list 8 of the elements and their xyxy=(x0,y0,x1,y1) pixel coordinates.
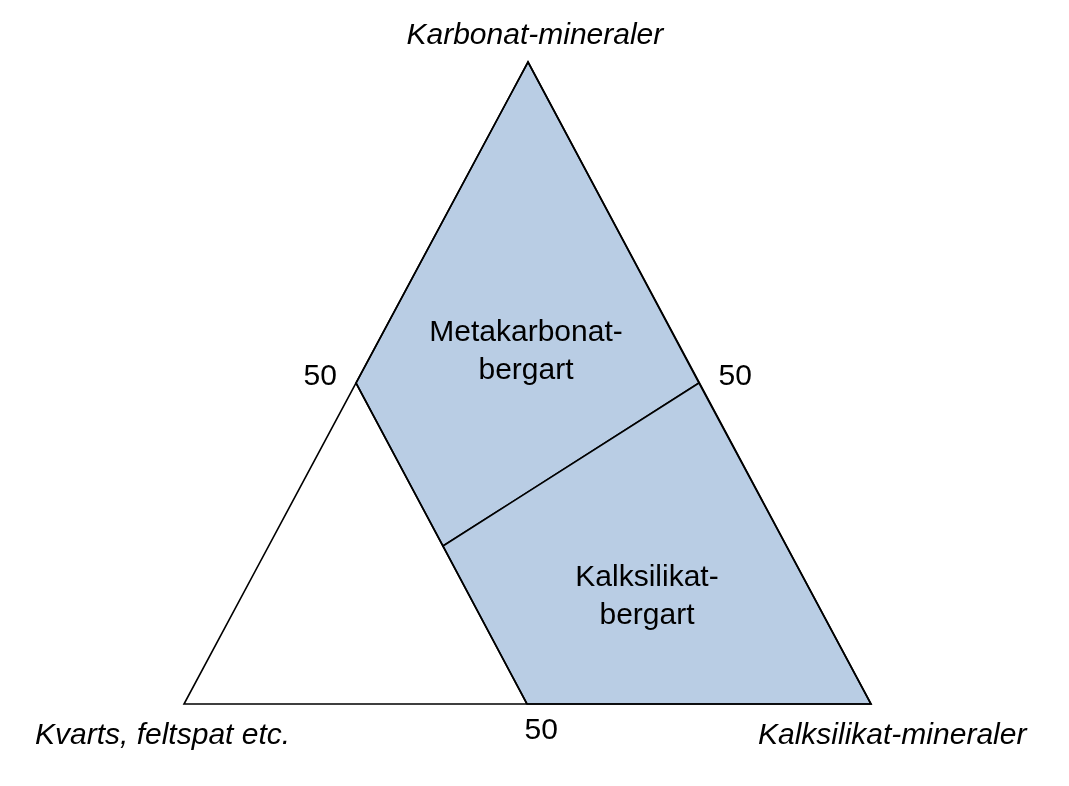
region-label: Metakarbonat-bergart xyxy=(428,313,624,387)
apex-label: Kalksilikat-mineraler xyxy=(758,716,1027,752)
apex-label: Kvarts, feltspat etc. xyxy=(35,716,291,752)
region-label: Kalksilikat-bergart xyxy=(574,558,720,632)
tick-value: 50 xyxy=(718,357,752,393)
tick-value: 50 xyxy=(524,711,558,747)
tick-value: 50 xyxy=(303,357,337,393)
apex-label: Karbonat-mineraler xyxy=(406,16,664,52)
